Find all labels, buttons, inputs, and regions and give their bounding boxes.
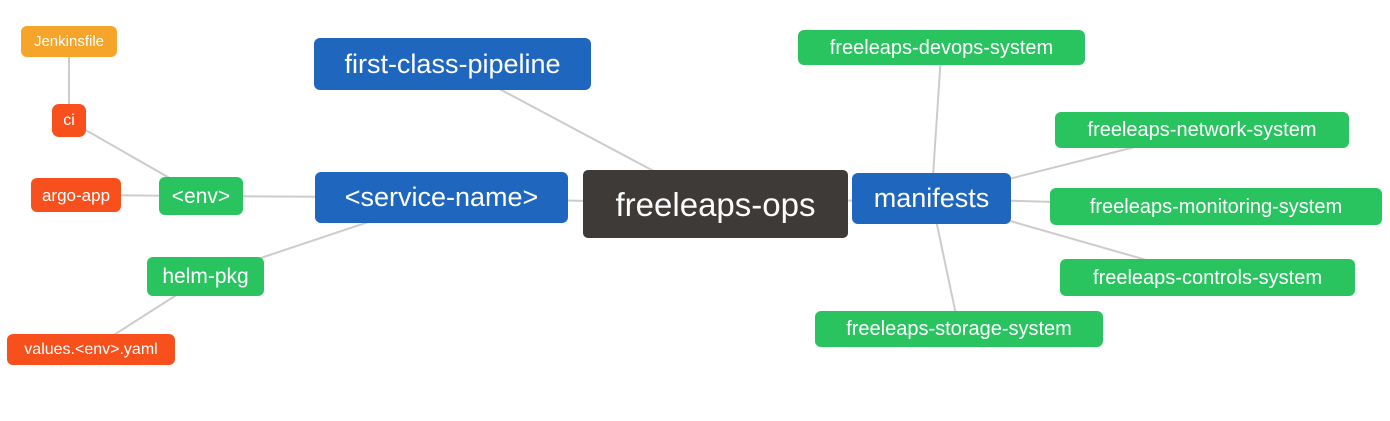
node-freeleaps-storage-system[interactable]: freeleaps-storage-system (815, 311, 1103, 347)
node-env[interactable]: <env> (159, 177, 243, 215)
node-ci[interactable]: ci (52, 104, 86, 137)
node-helm-pkg[interactable]: helm-pkg (147, 257, 264, 296)
node-freeleaps-ops-root[interactable]: freeleaps-ops (583, 170, 848, 238)
node-freeleaps-devops-system[interactable]: freeleaps-devops-system (798, 30, 1085, 65)
node-argo-app[interactable]: argo-app (31, 178, 121, 212)
node-values-env-yaml[interactable]: values.<env>.yaml (7, 334, 175, 365)
node-first-class-pipeline[interactable]: first-class-pipeline (314, 38, 591, 90)
node-freeleaps-monitoring-system[interactable]: freeleaps-monitoring-system (1050, 188, 1382, 225)
node-freeleaps-controls-system[interactable]: freeleaps-controls-system (1060, 259, 1355, 296)
node-freeleaps-network-system[interactable]: freeleaps-network-system (1055, 112, 1349, 148)
node-manifests[interactable]: manifests (852, 173, 1011, 224)
node-service-name[interactable]: <service-name> (315, 172, 568, 223)
node-jenkinsfile[interactable]: Jenkinsfile (21, 26, 117, 57)
